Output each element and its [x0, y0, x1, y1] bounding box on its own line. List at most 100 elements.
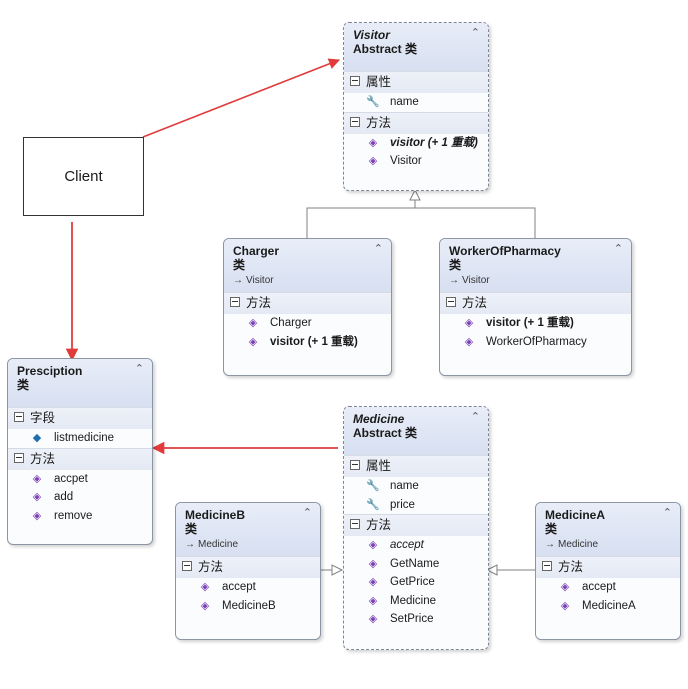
method-icon: ◈ — [200, 581, 210, 593]
member-item[interactable]: ◈remove — [8, 507, 152, 526]
class-kind: Abstract 类 — [353, 426, 418, 440]
collapse-chevron-icon[interactable]: ⌃ — [302, 507, 312, 519]
inheritance-worker-visitor — [415, 207, 536, 238]
collapse-toggle-icon[interactable] — [182, 561, 192, 571]
section-header[interactable]: 方法 — [536, 556, 680, 578]
method-icon: ◈ — [368, 594, 378, 607]
member-item[interactable]: ◈WorkerOfPharmacy — [440, 333, 631, 352]
method-icon: ◈ — [560, 581, 570, 593]
method-icon: ◈ — [32, 491, 42, 503]
member-item[interactable]: ◈accept — [536, 578, 680, 597]
class-medicine[interactable]: Medicine Abstract 类 ⌃ 属性 🔧name 🔧price 方法… — [343, 406, 489, 650]
member-item[interactable]: ◈Charger — [224, 314, 391, 333]
property-icon: 🔧 — [366, 498, 380, 511]
member-item[interactable]: 🔧name — [344, 93, 488, 112]
member-item[interactable]: ◈MedicineB — [176, 597, 320, 616]
member-item[interactable]: ◈accept — [176, 578, 320, 597]
inherit-arrow-icon: → — [545, 539, 555, 550]
class-header: MedicineA 类 →Medicine ⌃ — [536, 503, 680, 556]
class-name: Presciption — [17, 364, 83, 378]
class-header: Visitor Abstract 类 ⌃ — [344, 23, 488, 71]
class-medicinea[interactable]: MedicineA 类 →Medicine ⌃ 方法 ◈accept ◈Medi… — [535, 502, 681, 640]
class-name: Charger — [233, 244, 280, 258]
collapse-toggle-icon[interactable] — [350, 116, 360, 127]
method-icon: ◈ — [32, 472, 42, 485]
collapse-chevron-icon[interactable]: ⌃ — [373, 243, 383, 255]
member-item[interactable]: ◈Medicine — [344, 592, 488, 611]
collapse-chevron-icon[interactable]: ⌃ — [613, 243, 623, 255]
method-icon: ◈ — [368, 155, 378, 167]
member-item[interactable]: ◈visitor (+ 1 重载) — [224, 333, 391, 352]
member-item[interactable]: 🔧name — [344, 477, 488, 496]
class-kind: 类 — [185, 522, 198, 536]
method-icon: ◈ — [464, 317, 474, 329]
section-header[interactable]: 方法 — [344, 111, 488, 134]
member-item[interactable]: ◈add — [8, 488, 152, 507]
method-icon: ◈ — [368, 539, 378, 551]
member-item[interactable]: ◆listmedicine — [8, 429, 152, 448]
class-name: MedicineB — [185, 508, 246, 522]
section-header[interactable]: 方法 — [344, 514, 488, 536]
base-class: →Visitor — [233, 275, 274, 286]
member-item[interactable]: ◈visitor (+ 1 重载) — [344, 134, 488, 153]
member-item[interactable]: ◈visitor (+ 1 重载) — [440, 314, 631, 333]
collapse-chevron-icon[interactable]: ⌃ — [470, 411, 480, 423]
member-item[interactable]: ◈accept — [344, 536, 488, 555]
inherit-arrow-icon: → — [449, 275, 459, 286]
base-class: →Visitor — [449, 275, 490, 286]
class-header: Presciption 类 ⌃ — [8, 359, 152, 407]
collapse-toggle-icon[interactable] — [230, 297, 240, 307]
member-item[interactable]: ◈accpet — [8, 470, 152, 489]
class-header: Charger 类 →Visitor ⌃ — [224, 239, 391, 292]
collapse-toggle-icon[interactable] — [350, 519, 360, 529]
section-header[interactable]: 方法 — [440, 292, 631, 314]
class-visitor[interactable]: Visitor Abstract 类 ⌃ 属性 🔧name 方法 ◈visito… — [343, 22, 489, 191]
collapse-toggle-icon[interactable] — [14, 412, 24, 422]
class-presciption[interactable]: Presciption 类 ⌃ 字段 ◆listmedicine 方法 ◈acc… — [7, 358, 153, 545]
section-header[interactable]: 方法 — [8, 447, 152, 470]
inheritance-arrowhead-medicine-left — [331, 564, 344, 576]
section-header[interactable]: 方法 — [176, 556, 320, 578]
class-charger[interactable]: Charger 类 →Visitor ⌃ 方法 ◈Charger ◈visito… — [223, 238, 392, 376]
collapse-chevron-icon[interactable]: ⌃ — [470, 27, 480, 39]
inherit-arrow-icon: → — [185, 539, 195, 550]
class-kind: Abstract 类 — [353, 42, 418, 56]
section-header[interactable]: 属性 — [344, 71, 488, 93]
method-icon: ◈ — [200, 599, 210, 612]
class-kind: 类 — [449, 258, 462, 272]
class-header: WorkerOfPharmacy 类 →Visitor ⌃ — [440, 239, 631, 292]
association-client-visitor — [142, 58, 341, 138]
collapse-chevron-icon[interactable]: ⌃ — [662, 507, 672, 519]
collapse-toggle-icon[interactable] — [542, 561, 552, 571]
collapse-toggle-icon[interactable] — [350, 460, 360, 470]
method-icon: ◈ — [560, 599, 570, 612]
base-class: →Medicine — [545, 539, 599, 550]
method-icon: ◈ — [368, 613, 378, 625]
collapse-toggle-icon[interactable] — [446, 297, 456, 307]
base-class: →Medicine — [185, 539, 239, 550]
class-kind: 类 — [233, 258, 246, 272]
collapse-chevron-icon[interactable]: ⌃ — [134, 363, 144, 375]
client-label: Client — [64, 168, 103, 185]
method-icon: ◈ — [464, 335, 474, 348]
section-header[interactable]: 方法 — [224, 292, 391, 314]
field-icon: ◆ — [32, 432, 42, 444]
member-item[interactable]: ◈Visitor — [344, 152, 488, 171]
collapse-toggle-icon[interactable] — [350, 76, 360, 86]
member-item[interactable]: 🔧price — [344, 496, 488, 515]
method-icon: ◈ — [248, 335, 258, 348]
method-icon: ◈ — [368, 576, 378, 588]
member-item[interactable]: ◈GetName — [344, 555, 488, 574]
method-icon: ◈ — [368, 557, 378, 570]
collapse-toggle-icon[interactable] — [14, 452, 24, 463]
client-box[interactable]: Client — [23, 137, 144, 216]
member-item[interactable]: ◈SetPrice — [344, 610, 488, 629]
class-medicineb[interactable]: MedicineB 类 →Medicine ⌃ 方法 ◈accept ◈Medi… — [175, 502, 321, 640]
member-item[interactable]: ◈MedicineA — [536, 597, 680, 616]
class-workerofpharmacy[interactable]: WorkerOfPharmacy 类 →Visitor ⌃ 方法 ◈visito… — [439, 238, 632, 376]
section-header[interactable]: 属性 — [344, 455, 488, 477]
method-icon: ◈ — [248, 317, 258, 329]
section-header[interactable]: 字段 — [8, 407, 152, 429]
member-item[interactable]: ◈GetPrice — [344, 573, 488, 592]
